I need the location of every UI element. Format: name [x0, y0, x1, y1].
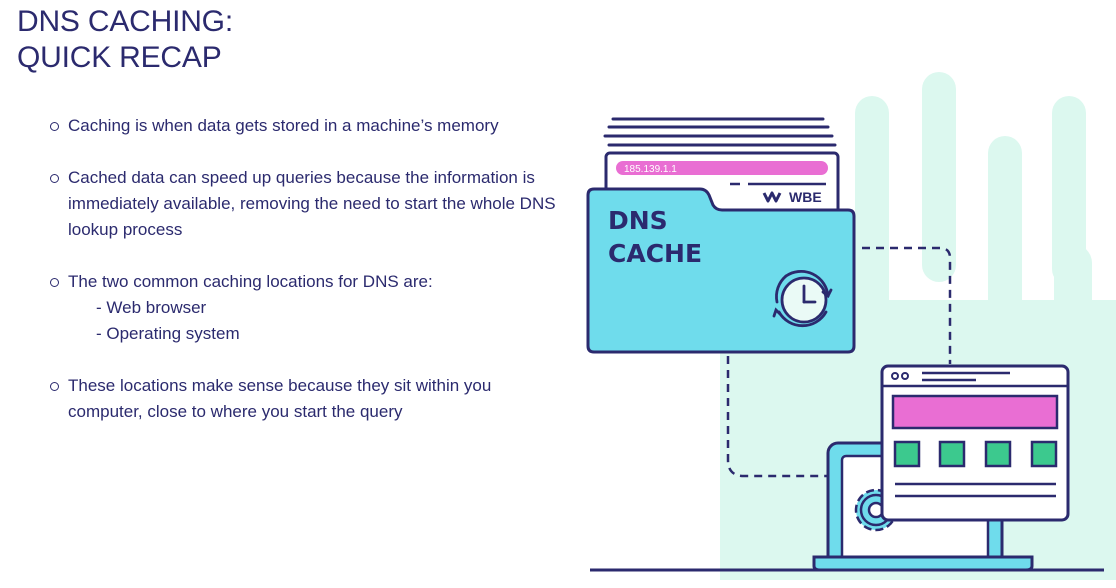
- bullet-item: Cached data can speed up queries because…: [48, 165, 558, 243]
- folder-icon: DNS CACHE: [586, 187, 856, 354]
- page-title: DNS CACHING: QUICK RECAP: [17, 4, 233, 76]
- title-line-2: QUICK RECAP: [17, 41, 222, 74]
- clock-icon: [772, 270, 833, 328]
- bullet-item: The two common caching locations for DNS…: [48, 269, 558, 347]
- bullet-icon: [50, 382, 59, 391]
- dns-cache-illustration: 185.139.1.1 WBE DNS CACHE: [586, 72, 1116, 580]
- browser-window-icon: [880, 364, 1070, 522]
- folder-label-line-2: CACHE: [608, 239, 702, 268]
- folder-label-line-1: DNS: [608, 206, 668, 235]
- bullet-icon: [50, 122, 59, 131]
- title-line-1: DNS CACHING:: [17, 5, 233, 38]
- bullet-text: Caching is when data gets stored in a ma…: [68, 116, 499, 135]
- bullet-item: Caching is when data gets stored in a ma…: [48, 113, 558, 139]
- sub-item-web-browser: - Web browser: [96, 298, 207, 317]
- bullet-text: These locations make sense because they …: [68, 376, 492, 421]
- bullet-list: Caching is when data gets stored in a ma…: [48, 113, 558, 451]
- bullet-text: The two common caching locations for DNS…: [68, 272, 433, 291]
- stack-lines: [603, 117, 837, 147]
- bullet-icon: [50, 278, 59, 287]
- bullet-item: These locations make sense because they …: [48, 373, 558, 425]
- ip-label: 185.139.1.1: [624, 164, 677, 175]
- logo-text: WBE: [789, 189, 822, 205]
- bullet-text: Cached data can speed up queries because…: [68, 168, 556, 239]
- bullet-icon: [50, 174, 59, 183]
- dashed-connectors: [726, 246, 952, 478]
- ip-bar: [616, 161, 828, 175]
- sub-item-operating-system: - Operating system: [96, 324, 240, 343]
- wbe-logo-icon: WBE: [762, 189, 822, 205]
